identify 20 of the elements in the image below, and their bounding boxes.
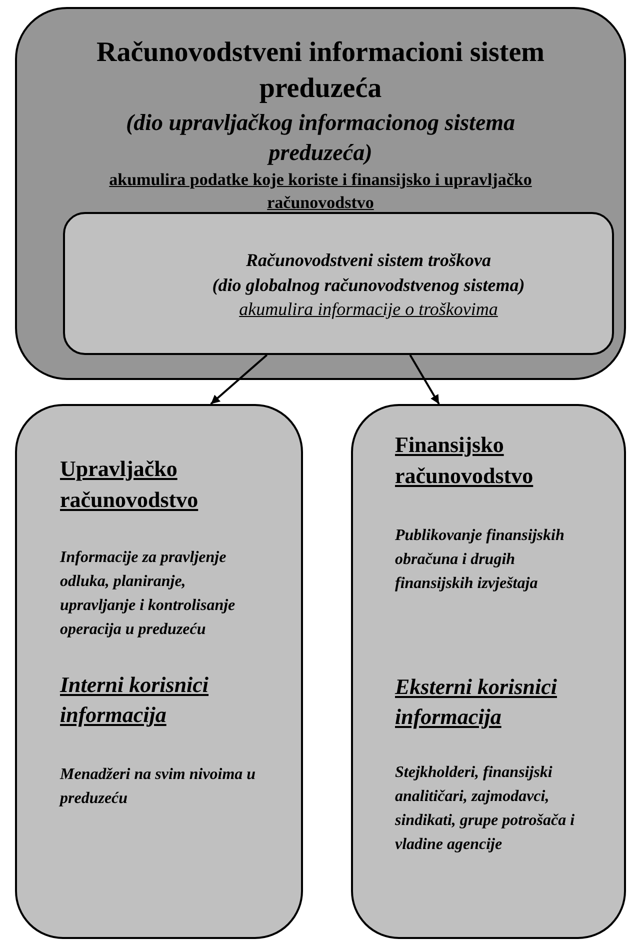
subsystem-box [63, 212, 614, 355]
system-box [15, 7, 626, 380]
box-subtitle: (dio upravljačkog informacionog sistema preduzeća) [124, 108, 516, 167]
box-description: Informacije za pravljenje odluka, planiranje, upravljanje i kontrolisanje operacija u preduzeću [60, 548, 236, 640]
arrow [210, 354, 268, 405]
arrow [409, 354, 440, 404]
box-description: Stejkholderi, finansijski analitičari, zajmodavci, sindikati, grupe potrošača i vladine agencije [395, 763, 576, 856]
accounting-box [351, 404, 626, 939]
box-description: Menadžeri na svim nivoima u preduzeću [60, 765, 256, 810]
box-heading: Eksterni korisnici informacija [395, 672, 558, 732]
box-title: Računovodstveni informacioni sistem preduzeća [96, 36, 546, 106]
box-heading: Upravljačko računovodstvo [60, 455, 200, 514]
box-description: Publikovanje finansijskih obračuna i drugih finansijskih izvještaja [395, 526, 566, 594]
accounting-box [15, 404, 303, 939]
box-description: akumulira informacije o troškovima [239, 298, 498, 322]
box-heading: Finansijsko računovodstvo [395, 431, 534, 490]
box-subtitle: (dio globalnog računovodstvenog sistema) [212, 274, 525, 298]
box-title: Računovodstveni sistem troškova [246, 249, 491, 272]
box-description: akumulira podatke koje koriste i finansijsko i upravljačko računovodstvo [108, 168, 533, 214]
box-heading: Interni korisnici informacija [60, 670, 210, 730]
